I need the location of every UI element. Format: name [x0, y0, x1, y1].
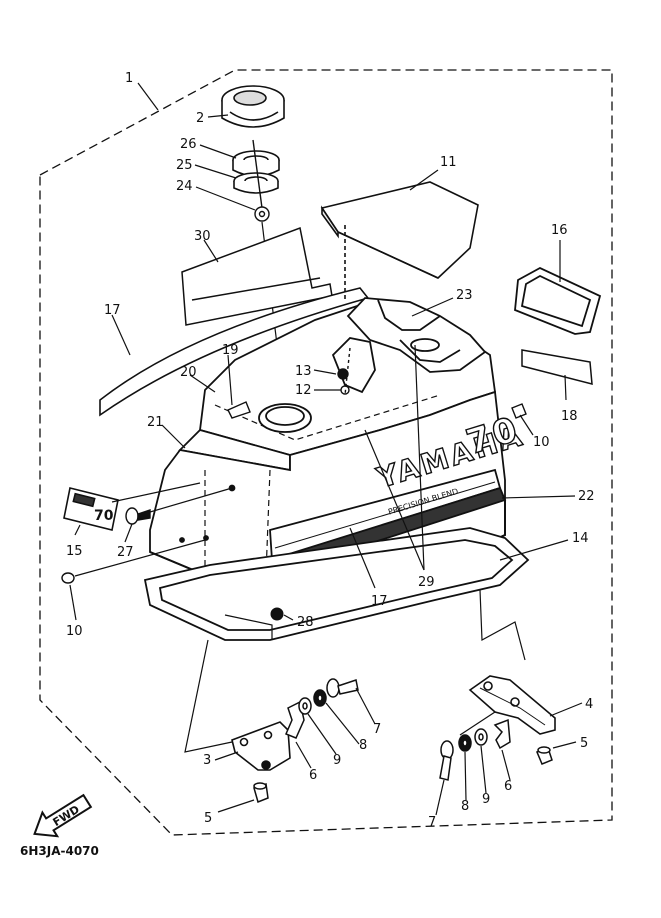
label-10-left: 10 — [66, 624, 83, 639]
label-15: 15 — [66, 544, 83, 559]
label-14: 14 — [572, 531, 589, 546]
part-15-badge: 70 — [63, 487, 119, 531]
label-7-left: 7 — [373, 722, 381, 737]
part-9-8-7-left — [298, 678, 359, 715]
label-8-right: 8 — [461, 799, 469, 814]
part-30-label — [181, 226, 333, 326]
label-19: 19 — [222, 343, 239, 358]
label-11: 11 — [440, 155, 457, 170]
label-20: 20 — [180, 365, 197, 380]
label-21: 21 — [147, 415, 164, 430]
label-5-left: 5 — [204, 811, 212, 826]
label-16: 16 — [551, 223, 568, 238]
part-3-bracket — [231, 721, 291, 771]
part-24-tie — [252, 139, 270, 222]
label-12: 12 — [295, 383, 312, 398]
label-26: 26 — [180, 137, 197, 152]
label-24: 24 — [176, 179, 193, 194]
part-6-hook-right — [493, 718, 511, 750]
part-16-seal — [514, 266, 602, 335]
label-9-left: 9 — [333, 753, 341, 768]
label-1: 1 — [125, 71, 133, 86]
label-6-left: 6 — [309, 768, 317, 783]
part-26-25-seals — [232, 150, 280, 194]
label-30: 30 — [194, 229, 211, 244]
label-28: 28 — [297, 615, 314, 630]
label-25: 25 — [176, 158, 193, 173]
label-22: 22 — [578, 489, 595, 504]
label-7-right: 7 — [428, 815, 436, 830]
label-18: 18 — [561, 409, 578, 424]
leader-lines — [69, 82, 583, 816]
label-4: 4 — [585, 697, 593, 712]
label-9-right: 9 — [482, 792, 490, 807]
part-labels: 1 2 26 25 24 11 30 16 17 23 19 13 12 20 … — [66, 71, 595, 830]
part-5-nuts — [253, 746, 553, 804]
part-19-clip — [227, 401, 251, 419]
part-2-cap — [221, 85, 285, 128]
label-29: 29 — [418, 575, 435, 590]
diagram-code: 6H3JA-4070 — [20, 844, 99, 858]
label-8-left: 8 — [359, 738, 367, 753]
badge-text: 70 — [94, 508, 114, 524]
part-28-grommet — [270, 607, 284, 621]
part-11-lid — [320, 181, 479, 300]
label-6-right: 6 — [504, 779, 512, 794]
assembly-boundary — [39, 69, 613, 836]
part-18-strip — [521, 349, 593, 385]
label-2: 2 — [196, 111, 204, 126]
label-23: 23 — [456, 288, 473, 303]
label-27: 27 — [117, 545, 134, 560]
label-17-lower: 17 — [371, 594, 388, 609]
part-10-grommets — [61, 403, 527, 584]
label-3: 3 — [203, 753, 211, 768]
label-17-upper: 17 — [104, 303, 121, 318]
fwd-arrow-icon: FWD — [33, 793, 93, 838]
label-5-right: 5 — [580, 736, 588, 751]
label-13: 13 — [295, 364, 312, 379]
part-9-8-7-right — [439, 728, 488, 781]
part-4-bracket — [468, 675, 556, 735]
label-10-right: 10 — [533, 435, 550, 450]
part-27-screw — [125, 507, 151, 525]
